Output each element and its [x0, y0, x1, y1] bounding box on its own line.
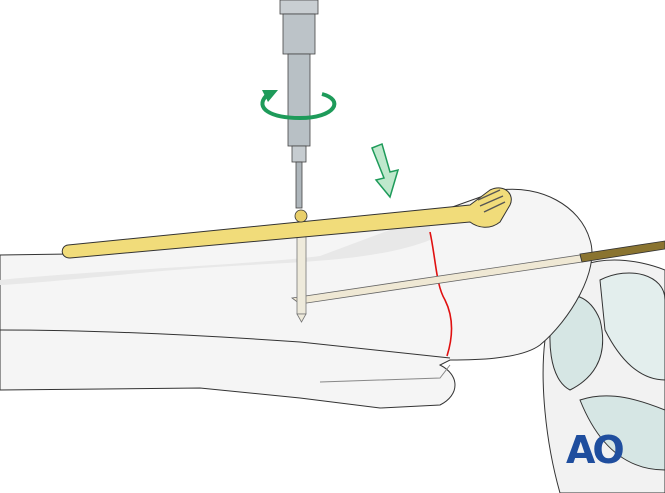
push-arrow-icon [371, 142, 400, 199]
bone-plate [61, 187, 512, 259]
screwdriver [279, 0, 319, 209]
fracture-line [429, 231, 453, 357]
ao-logo: AO [566, 428, 625, 472]
rotation-arrow-icon [260, 90, 337, 121]
